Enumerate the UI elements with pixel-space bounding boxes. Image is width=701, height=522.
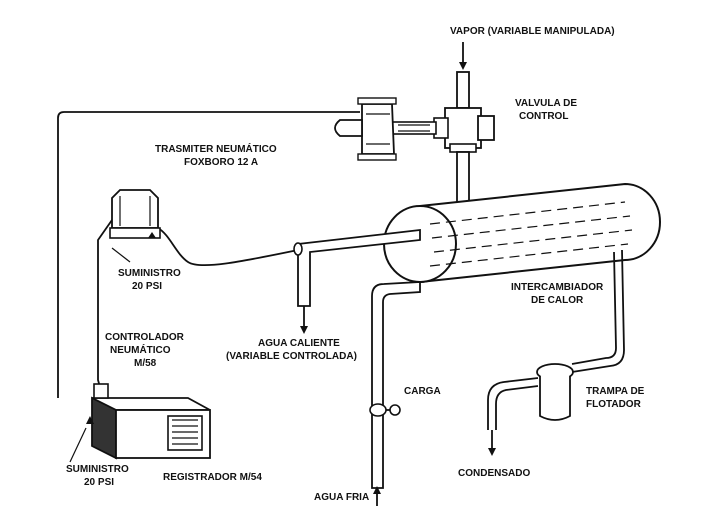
load-label: CARGA — [404, 386, 441, 397]
cold-water-label: AGUA FRIA — [314, 492, 369, 503]
cold-water-inlet-pipe — [371, 281, 421, 489]
supply-bottom-pointer — [69, 427, 87, 463]
condensate-arrow-head — [488, 448, 496, 456]
pneumatic-controller — [86, 383, 109, 424]
steam-to-exchanger-pipe — [456, 151, 470, 203]
steam-inlet-pipe — [456, 71, 470, 109]
heat-exchanger-label-line2: DE CALOR — [531, 295, 584, 306]
supply-top-pointer — [111, 247, 131, 263]
controller-label-line3: M/58 — [134, 358, 157, 369]
steam-label: VAPOR (VARIABLE MANIPULADA) — [450, 26, 615, 37]
pneumatic-signal-line — [57, 111, 360, 398]
sensor-to-transmitter-line — [157, 227, 299, 267]
float-trap — [536, 363, 574, 421]
control-valve-label-line1: VALVULA DE — [515, 98, 577, 109]
hot-water-label-line1: AGUA CALIENTE — [258, 338, 340, 349]
condensate-pipe — [487, 249, 625, 430]
float-trap-label-line1: TRAMPA DE — [586, 386, 645, 397]
heat-exchanger-label-line1: INTERCAMBIADOR — [511, 282, 604, 293]
pneumatic-transmitter — [109, 189, 161, 239]
supply-top-label-line1: SUMINISTRO — [118, 268, 181, 279]
control-valve-label-line2: CONTROL — [519, 111, 568, 122]
transmitter-label-line1: TRASMITER NEUMÁTICO — [155, 142, 277, 155]
controller-label-line2: NEUMÁTICO — [110, 343, 171, 356]
control-valve — [334, 97, 495, 161]
hot-water-outlet-pipe — [293, 228, 421, 307]
recorder — [91, 396, 211, 460]
hot-water-arrow-head — [300, 326, 308, 334]
heat-exchanger — [383, 182, 661, 284]
condensate-label: CONDENSADO — [458, 468, 530, 479]
controller-label-line1: CONTROLADOR — [105, 332, 185, 343]
transmitter-to-controller-line — [97, 219, 113, 395]
supply-bottom-label-line1: SUMINISTRO — [66, 464, 129, 475]
transmitter-label-line2: FOXBORO 12 A — [184, 157, 258, 168]
recorder-label: REGISTRADOR M/54 — [163, 472, 262, 483]
float-trap-label-line2: FLOTADOR — [586, 399, 642, 410]
hot-water-label-line2: (VARIABLE CONTROLADA) — [226, 351, 357, 362]
steam-arrow-head — [459, 62, 467, 70]
load-valve — [369, 403, 401, 417]
supply-top-label-line2: 20 PSI — [132, 281, 162, 292]
cold-water-arrow-head — [373, 486, 381, 494]
supply-bottom-label-line2: 20 PSI — [84, 477, 114, 488]
